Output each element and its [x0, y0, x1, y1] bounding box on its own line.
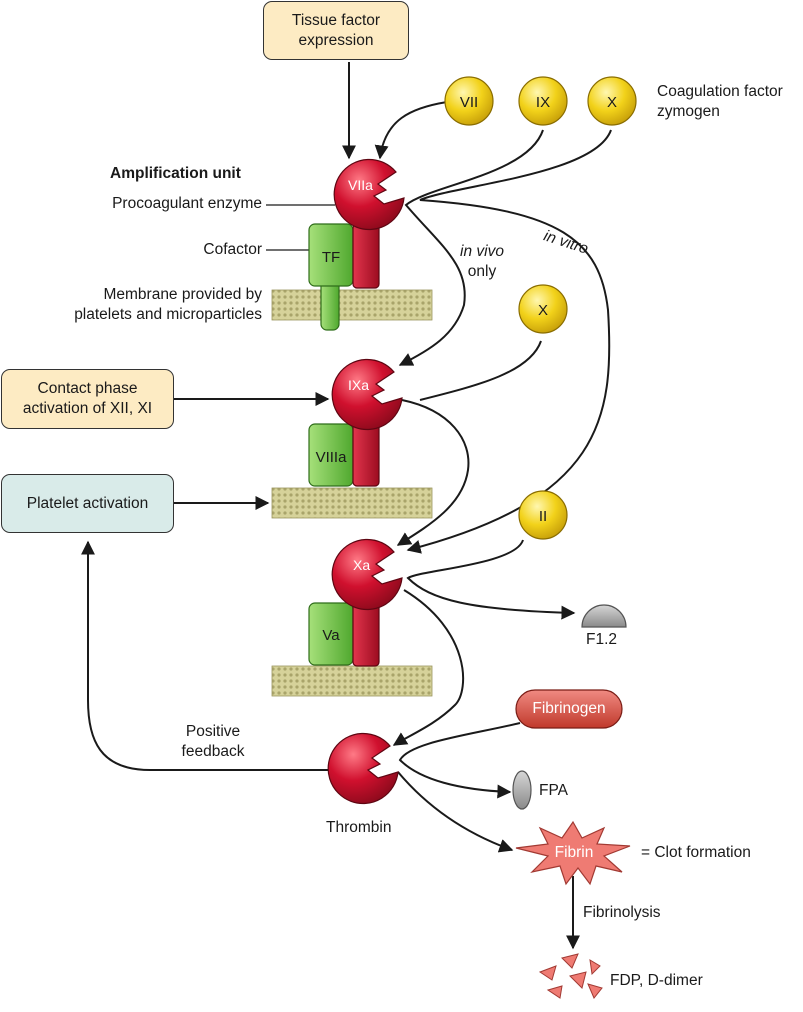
- tissue-factor-text: Tissue factor expression: [291, 11, 381, 49]
- ixa-label: IXa: [348, 377, 369, 393]
- fibrin-label: Fibrin: [554, 844, 594, 861]
- fibrinolysis-label: Fibrinolysis: [583, 904, 661, 921]
- va-label: Va: [322, 627, 340, 644]
- only-text: only: [467, 263, 497, 280]
- zymogen-ii-label: II: [539, 508, 547, 525]
- zymogen-legend-line2: zymogen: [657, 103, 720, 120]
- zymogen-vii-label: VII: [460, 94, 478, 111]
- arrow-ixa-to-xa: [396, 399, 470, 546]
- in-vivo-label: in vivo only: [452, 242, 512, 282]
- zymogen-x-mid: [518, 284, 568, 334]
- platelet-activation-box: Platelet activation: [1, 474, 174, 533]
- tf-label: TF: [322, 249, 340, 266]
- amplification-unit-title: Amplification unit: [110, 165, 241, 182]
- membrane-line1: Membrane provided by: [103, 286, 262, 303]
- arrow-x-to-xa-in-vitro: [406, 129, 612, 554]
- zymogen-vii: [444, 76, 494, 126]
- complex-viiia-ixa: [308, 358, 403, 487]
- membrane-top: [271, 289, 433, 321]
- zymogen-legend: Coagulation factor zymogen: [657, 82, 783, 122]
- arrow-ix-to-ixa: [398, 129, 544, 366]
- membrane-label: Membrane provided by platelets and micro…: [40, 285, 262, 325]
- positive-feedback-label: Positive feedback: [166, 722, 260, 762]
- zymogen-ii: [518, 490, 568, 540]
- fdp-fragments: [538, 953, 603, 999]
- fpa-label: FPA: [539, 782, 568, 799]
- membrane-bottom: [271, 665, 433, 697]
- f12-fragment: [581, 604, 627, 628]
- positive-line1: Positive: [185, 723, 241, 740]
- viia-label: VIIa: [348, 177, 373, 193]
- clot-formation-label: = Clot formation: [641, 844, 751, 861]
- arrow-ii-to-f12: [406, 539, 576, 620]
- arrow-vii-to-viia: [374, 101, 448, 160]
- thrombin-enzyme: [327, 732, 399, 805]
- arrow-fibrinogen-to-fpa: [398, 722, 521, 799]
- xa-enzyme: [331, 538, 403, 611]
- arrow-thrombin-to-fibrin: [397, 771, 514, 853]
- membrane-line2: platelets and microparticles: [74, 306, 262, 323]
- thrombin-label: Thrombin: [326, 819, 392, 836]
- ixa-stem: [352, 421, 380, 487]
- arrow-xa-to-thrombin: [392, 589, 465, 746]
- f12-label: F1.2: [586, 631, 618, 648]
- contact-phase-line2: activation of XII, XI: [22, 400, 153, 417]
- zymogen-legend-line1: Coagulation factor: [657, 83, 783, 100]
- in-vivo-text: in vivo: [460, 243, 504, 260]
- arrow-x-mid-line: [419, 340, 542, 401]
- ixa-enzyme: [331, 358, 403, 431]
- fpa-fragment: [512, 770, 532, 810]
- complex-tf-viia: [308, 158, 405, 331]
- contact-phase-line1: Contact phase: [37, 380, 138, 397]
- fibrin-star: [515, 820, 631, 886]
- zymogen-ix: [518, 76, 568, 126]
- zymogen-x-mid-label: X: [538, 302, 548, 319]
- fibrinogen-label: Fibrinogen: [532, 700, 606, 717]
- cofactor-label: Cofactor: [203, 241, 262, 258]
- zymogen-ix-label: IX: [536, 94, 550, 111]
- positive-line2: feedback: [181, 743, 245, 760]
- complex-va-xa: [308, 538, 403, 667]
- viiia-label: VIIIa: [316, 449, 348, 466]
- membrane-middle: [271, 487, 433, 519]
- zymogen-x-top: [587, 76, 637, 126]
- zymogen-x-top-label: X: [607, 94, 617, 111]
- fibrinogen-shape: [515, 689, 623, 729]
- viia-stem: [352, 223, 380, 289]
- arrow-positive-feedback: [81, 540, 330, 771]
- contact-phase-box: Contact phase activation of XII, XI: [1, 369, 174, 429]
- procoagulant-enzyme-label: Procoagulant enzyme: [112, 195, 262, 212]
- viia-enzyme: [333, 158, 405, 231]
- fdp-label: FDP, D-dimer: [610, 972, 703, 989]
- tf-stem: [320, 279, 340, 331]
- platelet-activation-text: Platelet activation: [26, 494, 149, 512]
- xa-label: Xa: [353, 557, 370, 573]
- tissue-factor-box: Tissue factor expression: [263, 1, 409, 60]
